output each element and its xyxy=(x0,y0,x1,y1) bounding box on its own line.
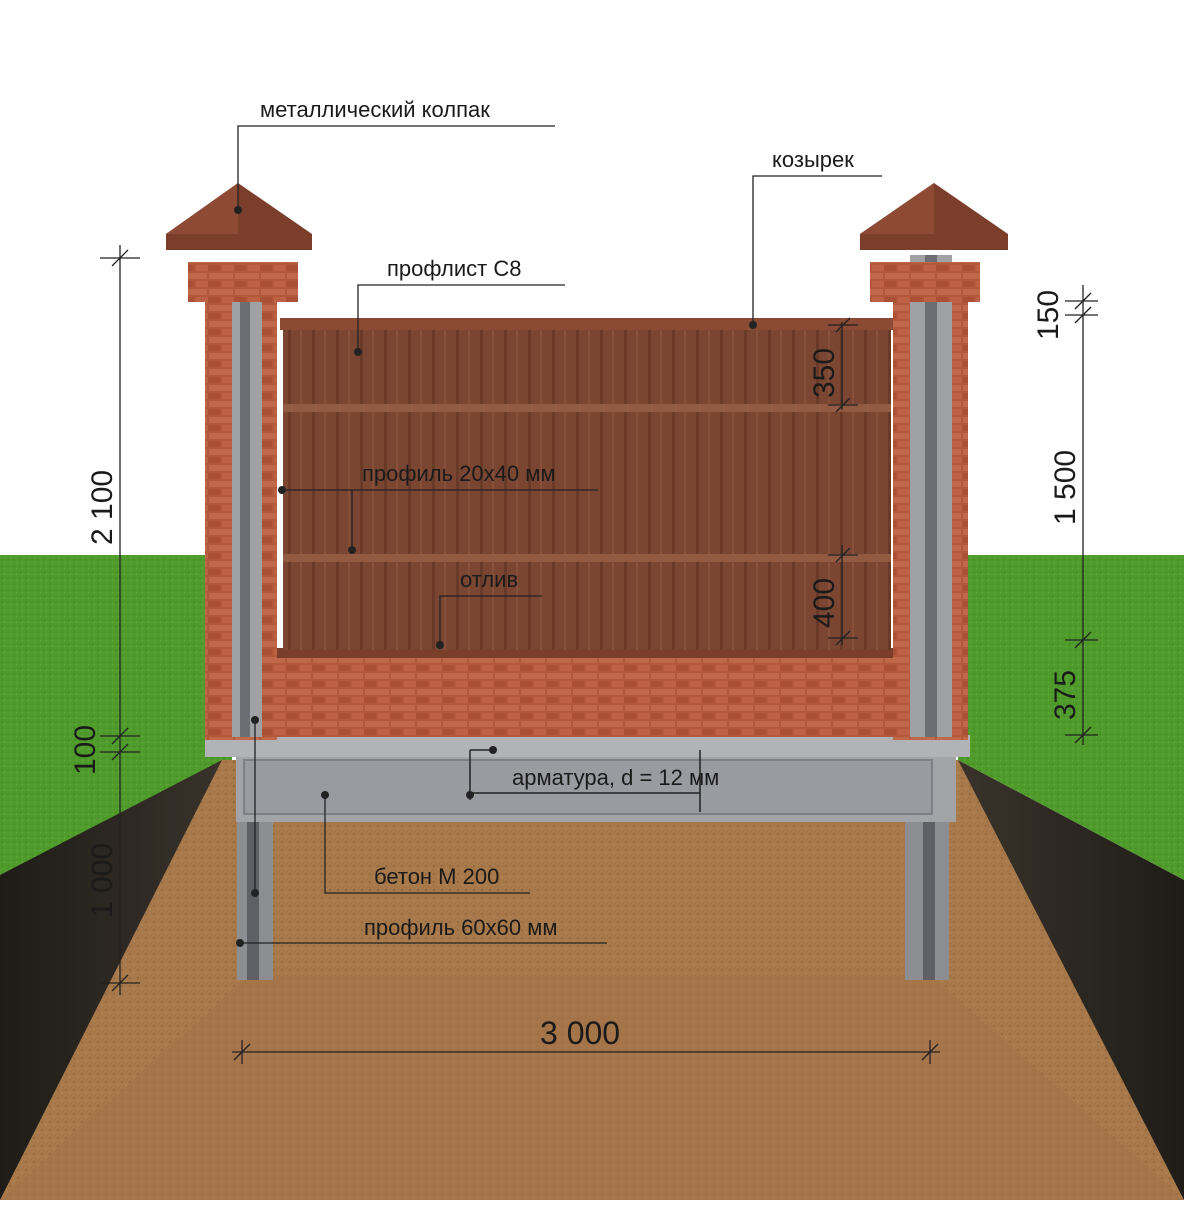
rail-bottom xyxy=(283,554,891,562)
dim-total-height: 2 100 xyxy=(86,470,119,545)
left-pillar-steel xyxy=(240,262,250,737)
foundation-plinth xyxy=(205,735,970,757)
right-pillar-corbel xyxy=(870,262,980,302)
dim-depth: 1 000 xyxy=(86,843,119,918)
dim-bottom: 375 xyxy=(1049,670,1082,720)
label-profile-60x60: профиль 60х60 мм xyxy=(364,915,558,940)
label-sheet: профлист С8 xyxy=(387,256,521,281)
right-pillar-steel xyxy=(925,255,937,737)
foundation-beam-inner xyxy=(243,759,933,815)
brick-plinth-wall xyxy=(272,655,912,737)
label-cap: металлический колпак xyxy=(260,97,490,122)
visor xyxy=(280,318,894,330)
left-pillar-corbel xyxy=(188,262,298,302)
leader-dots xyxy=(234,206,757,947)
label-visor: козырек xyxy=(772,147,854,172)
grass-left xyxy=(0,555,232,875)
dim-panel: 1 500 xyxy=(1049,450,1082,525)
label-drip: отлив xyxy=(460,567,518,592)
dim-span: 3 000 xyxy=(540,1015,620,1051)
drip-ledge xyxy=(272,648,897,658)
left-cap xyxy=(166,183,312,250)
left-cap-light xyxy=(166,183,238,234)
dim-plinth: 100 xyxy=(69,725,102,775)
corrugated-sheet xyxy=(283,325,891,650)
left-pile-steel xyxy=(247,820,259,980)
right-pile-steel xyxy=(923,820,935,980)
grass-right xyxy=(948,555,1184,880)
dim-bottom-strip: 400 xyxy=(808,578,841,628)
dimension-lines xyxy=(100,245,1098,1064)
right-cap-light xyxy=(860,183,934,234)
label-rebar: арматура, d = 12 мм xyxy=(512,765,719,790)
label-profile-20x40: профиль 20х40 мм xyxy=(362,461,556,486)
rail-top xyxy=(283,404,891,412)
dim-top-strip: 350 xyxy=(808,348,841,398)
label-concrete: бетон М 200 xyxy=(374,864,499,889)
trench-floor xyxy=(0,975,1184,1200)
leader-lines xyxy=(237,125,882,944)
dim-top: 150 xyxy=(1032,290,1065,340)
